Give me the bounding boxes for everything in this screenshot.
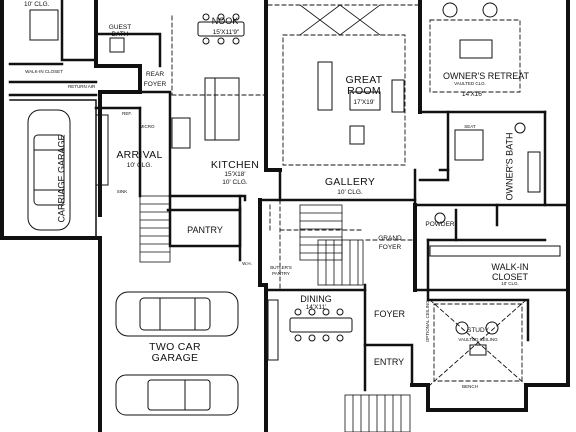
grand-foyer-label: Grand Foyer (378, 235, 402, 251)
car-1 (27, 109, 71, 231)
pantry-label: Pantry (187, 225, 223, 235)
walkin-closet-owner-ceiling: 10' Clg. (501, 281, 519, 286)
rear-foyer-label: Rear Foyer (143, 71, 167, 88)
sink-note: Sink (116, 189, 128, 194)
stairs-main (299, 204, 364, 286)
owners-retreat-label: Owner's Retreat (443, 71, 530, 81)
owners-retreat-dims: 14'x16' (461, 91, 484, 98)
study-label: Study (466, 327, 490, 334)
micro-note: Micro (139, 124, 155, 129)
owners-retreat-furniture (442, 2, 498, 59)
bench-note: Bench (462, 384, 478, 389)
owners-bath-label: Owner's Bath (504, 132, 515, 201)
butlers-pantry-label: Butler's Pantry (270, 265, 292, 276)
dining-table (289, 308, 353, 342)
carriage-garage-outline (9, 99, 97, 239)
gallery-ceiling: 10' Clg. (337, 189, 363, 196)
gallery-label: Gallery (324, 176, 376, 188)
foyer-label: Foyer (373, 309, 405, 319)
arrival-ceiling: 10' Clg. (126, 162, 153, 169)
ceiling-lines (171, 4, 527, 386)
arrival-label: Arrival (116, 149, 163, 161)
bedroom-ceiling-label: 10' Clg. (24, 1, 50, 8)
dining-dims: 14'x11' (305, 304, 327, 311)
ref-note: Ref. (122, 111, 132, 116)
car-3 (115, 374, 239, 416)
two-car-garage-label: Two Car Garage (149, 341, 201, 364)
great-room-furniture (317, 61, 405, 145)
walkin-closet-label: Walk-In Closet (25, 69, 63, 74)
study-furniture (455, 321, 499, 356)
kitchen-label: Kitchen (210, 159, 260, 171)
nook-label: Nook (211, 16, 239, 26)
stairs-entry (344, 394, 411, 432)
dining-label: Dining (300, 294, 332, 304)
carriage-garage-label: Carriage Garage (56, 134, 67, 223)
kitchen-ceiling: 10' Clg. (222, 179, 248, 186)
great-room-vault (299, 4, 381, 36)
stairs-garage (139, 195, 171, 263)
kitchen-dims: 15'x18' (224, 171, 246, 178)
guest-bath-label: Guest Bath (108, 24, 132, 38)
counters (95, 114, 561, 361)
bath-fixtures (29, 9, 541, 224)
powder-label: Powder (425, 221, 455, 228)
nook-dims: 15'x11'9" (212, 29, 240, 36)
great-room-dims: 17'x19' (353, 99, 375, 106)
great-room-label: Great Room (345, 74, 383, 97)
car-2 (115, 291, 239, 337)
nook-table (197, 13, 245, 45)
wh-note: W.H. (242, 261, 252, 266)
kitchen-island (171, 77, 240, 149)
owners-retreat-ceiling: Vaulted Clg. (454, 81, 486, 86)
entry-label: Entry (373, 357, 405, 367)
study-ceiling: Vaulted Ceiling (458, 337, 498, 342)
seat-label: Seat (464, 124, 476, 129)
optional-ceiling-note: Optional Ceiling (424, 300, 430, 343)
walkin-closet-owner-label: Walk-In Closet (491, 262, 529, 282)
return-air-note: Return Air (68, 84, 96, 89)
